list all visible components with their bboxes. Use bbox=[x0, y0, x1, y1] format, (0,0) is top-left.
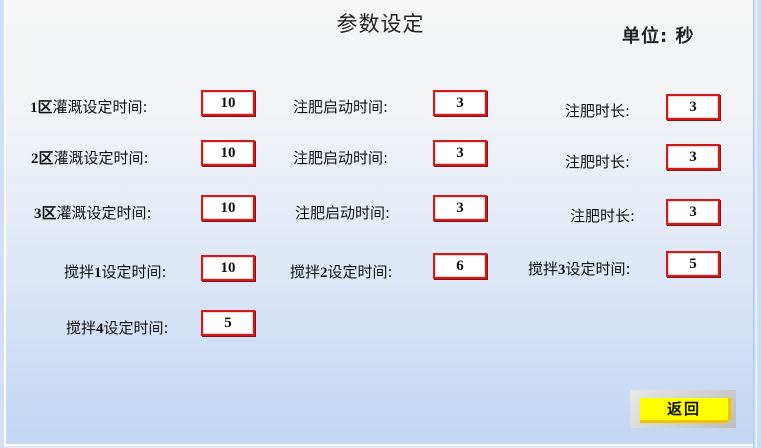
zone-1-fert-start-field[interactable]: 3 bbox=[433, 90, 487, 116]
mixer-1-label: 搅拌1设定时间: bbox=[64, 261, 167, 282]
frame-left-edge bbox=[0, 0, 4, 448]
unit-label: 单位: 秒 bbox=[622, 26, 695, 47]
mixer-prefix: 搅拌 bbox=[66, 319, 97, 337]
zone-2-fert-duration-field[interactable]: 3 bbox=[666, 144, 720, 170]
zone-3-fert-start-field[interactable]: 3 bbox=[433, 195, 487, 221]
mixer-prefix: 搅拌 bbox=[290, 263, 321, 281]
zone-1-fert-duration-label: 注肥时长: bbox=[565, 102, 631, 120]
page-title: 参数设定 bbox=[336, 12, 425, 36]
zone-1-fert-start-label: 注肥启动时间: bbox=[293, 98, 389, 116]
mixer-number: 1 bbox=[94, 265, 102, 281]
mixer-suffix: 设定时间: bbox=[101, 263, 167, 281]
mixer-3-label: 搅拌3设定时间: bbox=[528, 258, 631, 279]
zone-3-fert-start-label: 注肥启动时间: bbox=[295, 204, 391, 222]
mixer-number: 3 bbox=[558, 262, 566, 278]
zone-label: 2区 bbox=[31, 151, 54, 167]
settings-panel bbox=[4, 0, 755, 446]
back-button[interactable]: 返回 bbox=[630, 390, 736, 428]
mixer-2-time-field[interactable]: 6 bbox=[433, 253, 487, 279]
mixer-prefix: 搅拌 bbox=[528, 260, 559, 278]
mixer-4-time-field[interactable]: 5 bbox=[201, 310, 255, 336]
zone-3-fert-duration-label: 注肥时长: bbox=[570, 207, 636, 225]
irrigation-label-text: 灌溉设定时间: bbox=[53, 149, 149, 167]
mixer-prefix: 搅拌 bbox=[64, 263, 95, 281]
zone-1-irrigation-time-field[interactable]: 10 bbox=[201, 90, 255, 116]
irrigation-label-text: 灌溉设定时间: bbox=[56, 204, 152, 222]
zone-2-fert-duration-label: 注肥时长: bbox=[565, 153, 631, 171]
zone-3-irrigation-time-field[interactable]: 10 bbox=[201, 195, 255, 221]
zone-1-fert-duration-field[interactable]: 3 bbox=[666, 94, 720, 120]
frame-right-margin bbox=[757, 0, 761, 448]
zone-3-fert-duration-field[interactable]: 3 bbox=[666, 199, 720, 225]
mixer-number: 2 bbox=[320, 265, 328, 281]
zone-1-irrigation-label: 1区灌溉设定时间: bbox=[30, 96, 148, 117]
zone-2-fert-start-field[interactable]: 3 bbox=[433, 140, 487, 166]
mixer-suffix: 设定时间: bbox=[565, 260, 631, 278]
mixer-suffix: 设定时间: bbox=[327, 263, 393, 281]
zone-2-irrigation-label: 2区灌溉设定时间: bbox=[31, 147, 149, 168]
mixer-1-time-field[interactable]: 10 bbox=[201, 255, 255, 281]
zone-2-irrigation-time-field[interactable]: 10 bbox=[201, 140, 255, 166]
zone-label: 3区 bbox=[34, 206, 57, 222]
zone-3-irrigation-label: 3区灌溉设定时间: bbox=[34, 202, 152, 223]
mixer-number: 4 bbox=[96, 321, 104, 337]
frame-right-edge bbox=[753, 0, 757, 448]
mixer-3-time-field[interactable]: 5 bbox=[666, 251, 720, 277]
mixer-4-label: 搅拌4设定时间: bbox=[66, 317, 169, 338]
zone-label: 1区 bbox=[30, 100, 53, 116]
zone-2-fert-start-label: 注肥启动时间: bbox=[293, 149, 389, 167]
mixer-suffix: 设定时间: bbox=[103, 319, 169, 337]
back-button-label: 返回 bbox=[640, 398, 728, 420]
irrigation-label-text: 灌溉设定时间: bbox=[52, 98, 148, 116]
mixer-2-label: 搅拌2设定时间: bbox=[290, 261, 393, 282]
